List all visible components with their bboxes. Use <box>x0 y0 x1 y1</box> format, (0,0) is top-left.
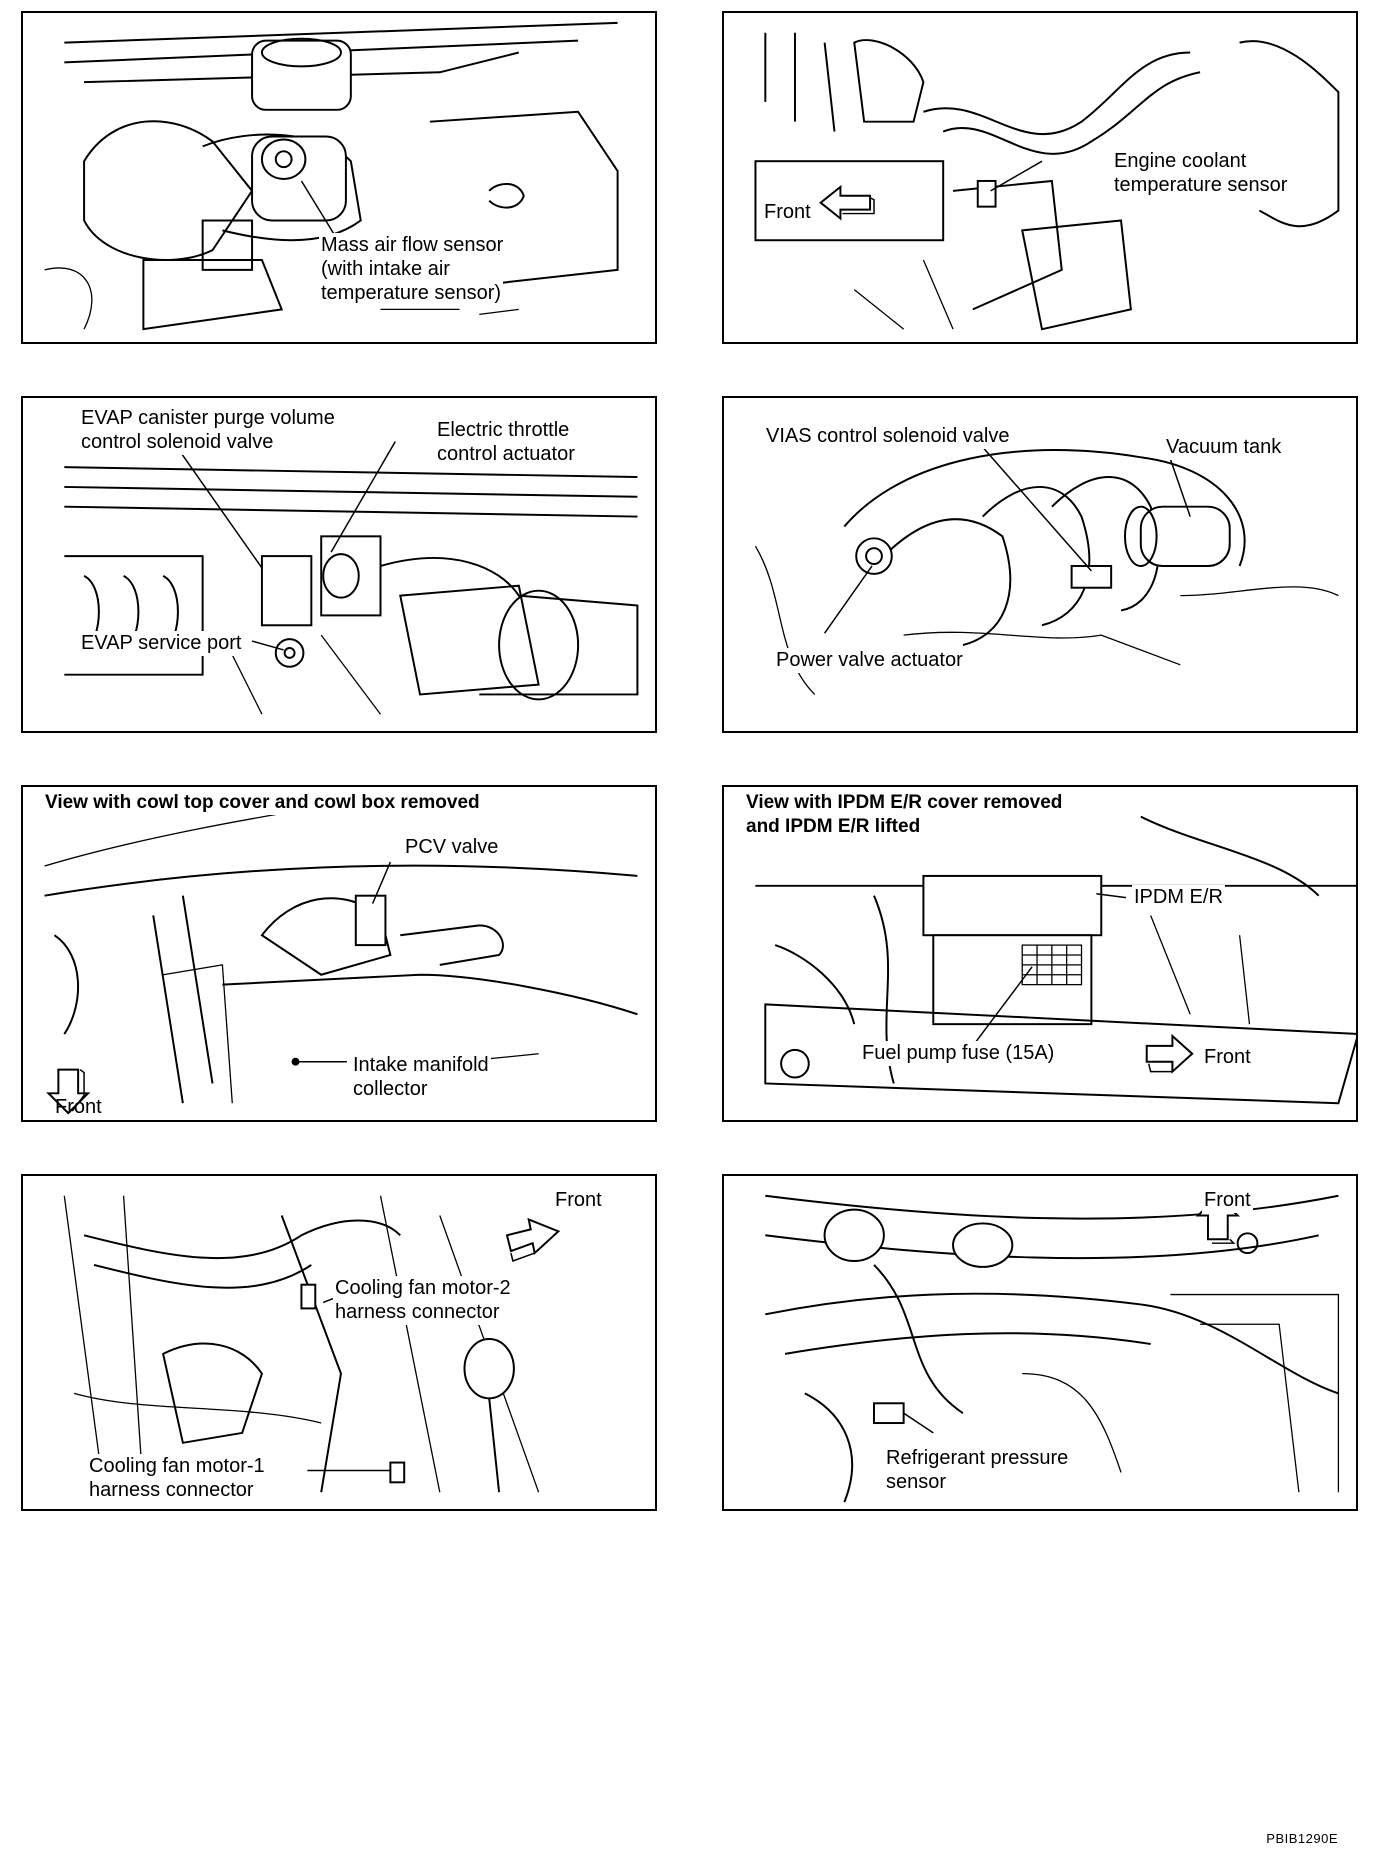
label-evap-canister: EVAP canister purge volume <box>79 406 337 431</box>
panel-heading-cowl-view: View with cowl top cover and cowl box re… <box>43 791 482 815</box>
panel-ipdm-er: View with IPDM E/R cover removed and IPD… <box>722 785 1358 1122</box>
panel-evap-throttle: EVAP canister purge volume control solen… <box>21 396 657 733</box>
panel-cooling-fan-connectors: Cooling fan motor-2 harness connector Co… <box>21 1174 657 1511</box>
engine-drawing-evap <box>64 441 639 715</box>
label-evap-service-port: EVAP service port <box>79 631 244 656</box>
engine-drawing-pcv <box>44 806 638 1115</box>
label-mass-air-flow-sensor: Mass air flow sensor <box>319 233 506 258</box>
label-intake-manifold: Intake manifold <box>351 1053 491 1078</box>
label-vacuum-tank: Vacuum tank <box>1164 435 1284 460</box>
engine-drawing-ipdm <box>755 815 1356 1105</box>
panel-mass-air-flow-sensor: Mass air flow sensor (with intake air te… <box>21 11 657 344</box>
label-cooling-fan-motor-2: Cooling fan motor-2 <box>333 1276 513 1301</box>
front-direction-label: Front <box>55 1096 102 1118</box>
panel-heading-ipdm-line1: View with IPDM E/R cover removed <box>744 791 1065 815</box>
label-fuel-pump-fuse: Fuel pump fuse (15A) <box>860 1041 1057 1066</box>
label-pcv-valve: PCV valve <box>403 835 501 860</box>
label-engine-coolant: Engine coolant <box>1112 149 1249 174</box>
label-temperature-sensor-2: temperature sensor <box>1112 173 1290 198</box>
front-direction-label: Front <box>1202 1188 1253 1213</box>
label-power-valve-actuator: Power valve actuator <box>774 648 965 673</box>
label-electric-throttle: Electric throttle <box>435 418 572 443</box>
label-collector: collector <box>351 1077 430 1102</box>
label-sensor: sensor <box>884 1470 949 1495</box>
label-harness-connector-1: harness connector <box>87 1478 256 1503</box>
label-refrigerant-pressure: Refrigerant pressure <box>884 1446 1071 1471</box>
label-ipdm-er: IPDM E/R <box>1132 885 1225 910</box>
engine-drawing-mass-air-flow <box>44 21 619 331</box>
engine-drawing-vias <box>754 440 1339 695</box>
label-cooling-fan-motor-1: Cooling fan motor-1 <box>87 1454 267 1479</box>
label-with-intake-air: (with intake air <box>319 257 452 282</box>
engine-drawing-cooling-fan <box>63 1195 561 1493</box>
front-direction-label: Front <box>762 200 813 225</box>
label-control-solenoid-valve: control solenoid valve <box>79 430 276 455</box>
panel-heading-ipdm-line2: and IPDM E/R lifted <box>744 815 923 839</box>
label-harness-connector-2: harness connector <box>333 1300 502 1325</box>
panel-pcv-valve: View with cowl top cover and cowl box re… <box>21 785 657 1122</box>
panel-refrigerant-pressure-sensor: Front Refrigerant pressure sensor <box>722 1174 1358 1511</box>
front-direction-label: Front <box>553 1188 604 1213</box>
panel-vias: VIAS control solenoid valve Vacuum tank … <box>722 396 1358 733</box>
panel-engine-coolant-temperature-sensor: Engine coolant temperature sensor Front <box>722 11 1358 344</box>
label-control-actuator: control actuator <box>435 442 577 467</box>
front-direction-label: Front <box>1202 1045 1253 1070</box>
label-vias-control-solenoid-valve: VIAS control solenoid valve <box>764 424 1012 449</box>
figure-code: PBIB1290E <box>1266 1831 1338 1846</box>
label-temperature-sensor: temperature sensor) <box>319 281 504 306</box>
